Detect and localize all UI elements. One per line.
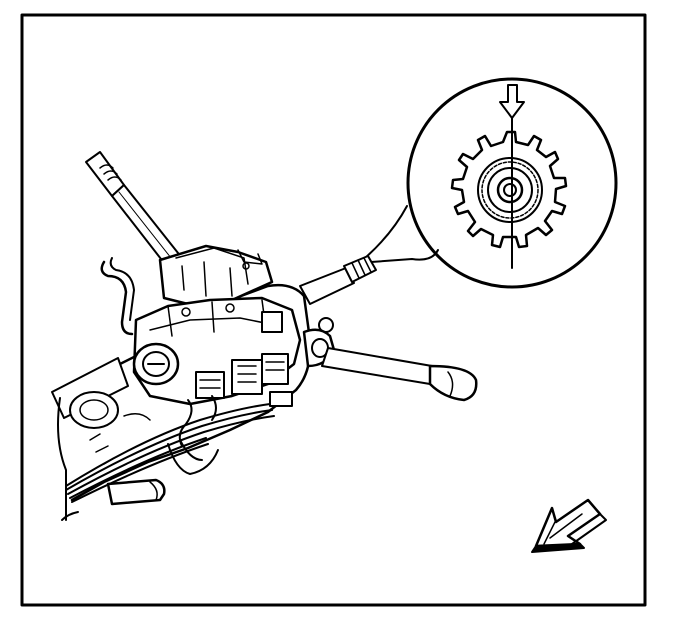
figure-border [20, 13, 647, 607]
wiring-connectors [195, 353, 293, 407]
steering-column-assembly [51, 151, 478, 521]
front-direction-arrow [531, 498, 607, 553]
wire-harness [65, 395, 275, 503]
alignment-arrow-down [499, 84, 525, 119]
spline-gear [450, 130, 568, 249]
